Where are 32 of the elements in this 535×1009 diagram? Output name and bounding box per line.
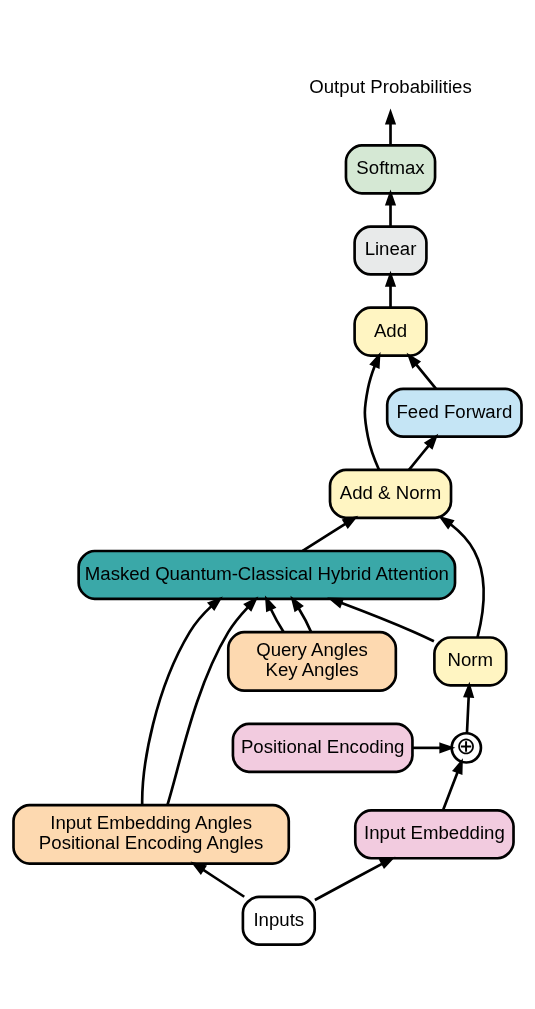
arrow [166,596,259,806]
arrow [441,758,463,811]
arrow [407,433,439,471]
node-box: Add & Norm [328,468,453,520]
node-box: Feed Forward [385,387,523,438]
arrow [290,595,313,633]
node-box: Masked Quantum-Classical Hybrid Attention [77,549,457,601]
arrow [438,515,485,638]
node-box: Softmax [344,144,437,195]
arrow [406,352,437,390]
arrow [314,856,396,902]
arrow [413,742,456,754]
node-box: Query Angles Key Angles [226,630,398,692]
node-box: Input Embedding [353,809,515,860]
node-text: Output Probabilities [309,76,472,98]
arrow [190,861,245,898]
arrow [384,189,397,227]
arrow [301,515,359,553]
node-box: Inputs [241,895,317,946]
arrow [140,596,223,805]
node-box: Add [353,306,428,357]
arrow [463,681,475,734]
node-box: Linear [353,225,428,276]
arrow [363,351,381,471]
arrow [384,270,397,308]
node-box: Input Embedding Angles Positional Encoding Angles [12,803,291,865]
arrow [264,595,285,633]
node-circle: ⊕ [450,731,483,764]
arrow [384,108,397,146]
node-box: Positional Encoding [231,722,414,774]
arrow [327,597,435,643]
node-box: Norm [433,636,508,687]
